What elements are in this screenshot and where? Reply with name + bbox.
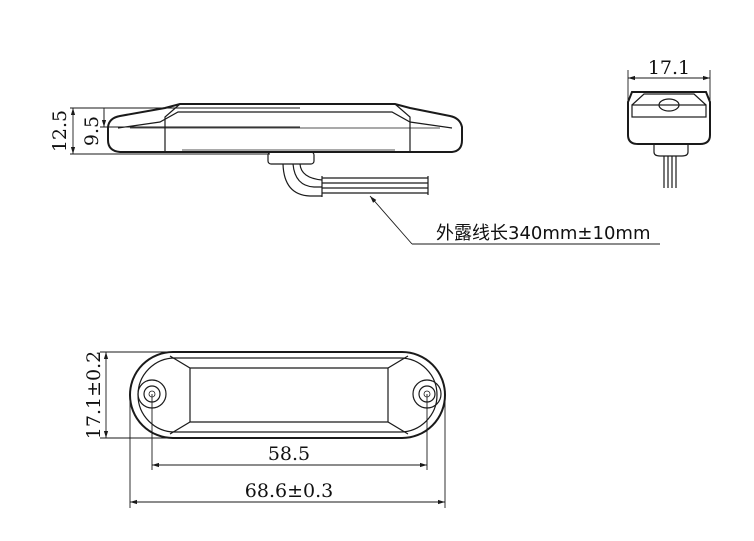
dim-end-width: 17.1 [648, 57, 690, 79]
top-view [129, 351, 446, 439]
side-view [107, 103, 463, 197]
cable-length-note: 外露线长340mm±10mm [436, 223, 650, 244]
dim-top-width: 17.1±0.2 [83, 351, 105, 439]
end-view [627, 91, 711, 188]
side-view-dimensions: 12.5 9.5 [49, 107, 300, 155]
cable-length-callout: 外露线长340mm±10mm [369, 195, 660, 245]
dim-body-height: 9.5 [81, 116, 103, 146]
dim-hole-spacing: 58.5 [268, 443, 310, 465]
end-view-dimension: 17.1 [627, 57, 711, 100]
dim-total-height: 12.5 [49, 110, 71, 152]
top-view-dimensions: 17.1±0.2 58.5 68.6±0.3 [83, 351, 446, 508]
dim-overall-length: 68.6±0.3 [245, 480, 333, 502]
